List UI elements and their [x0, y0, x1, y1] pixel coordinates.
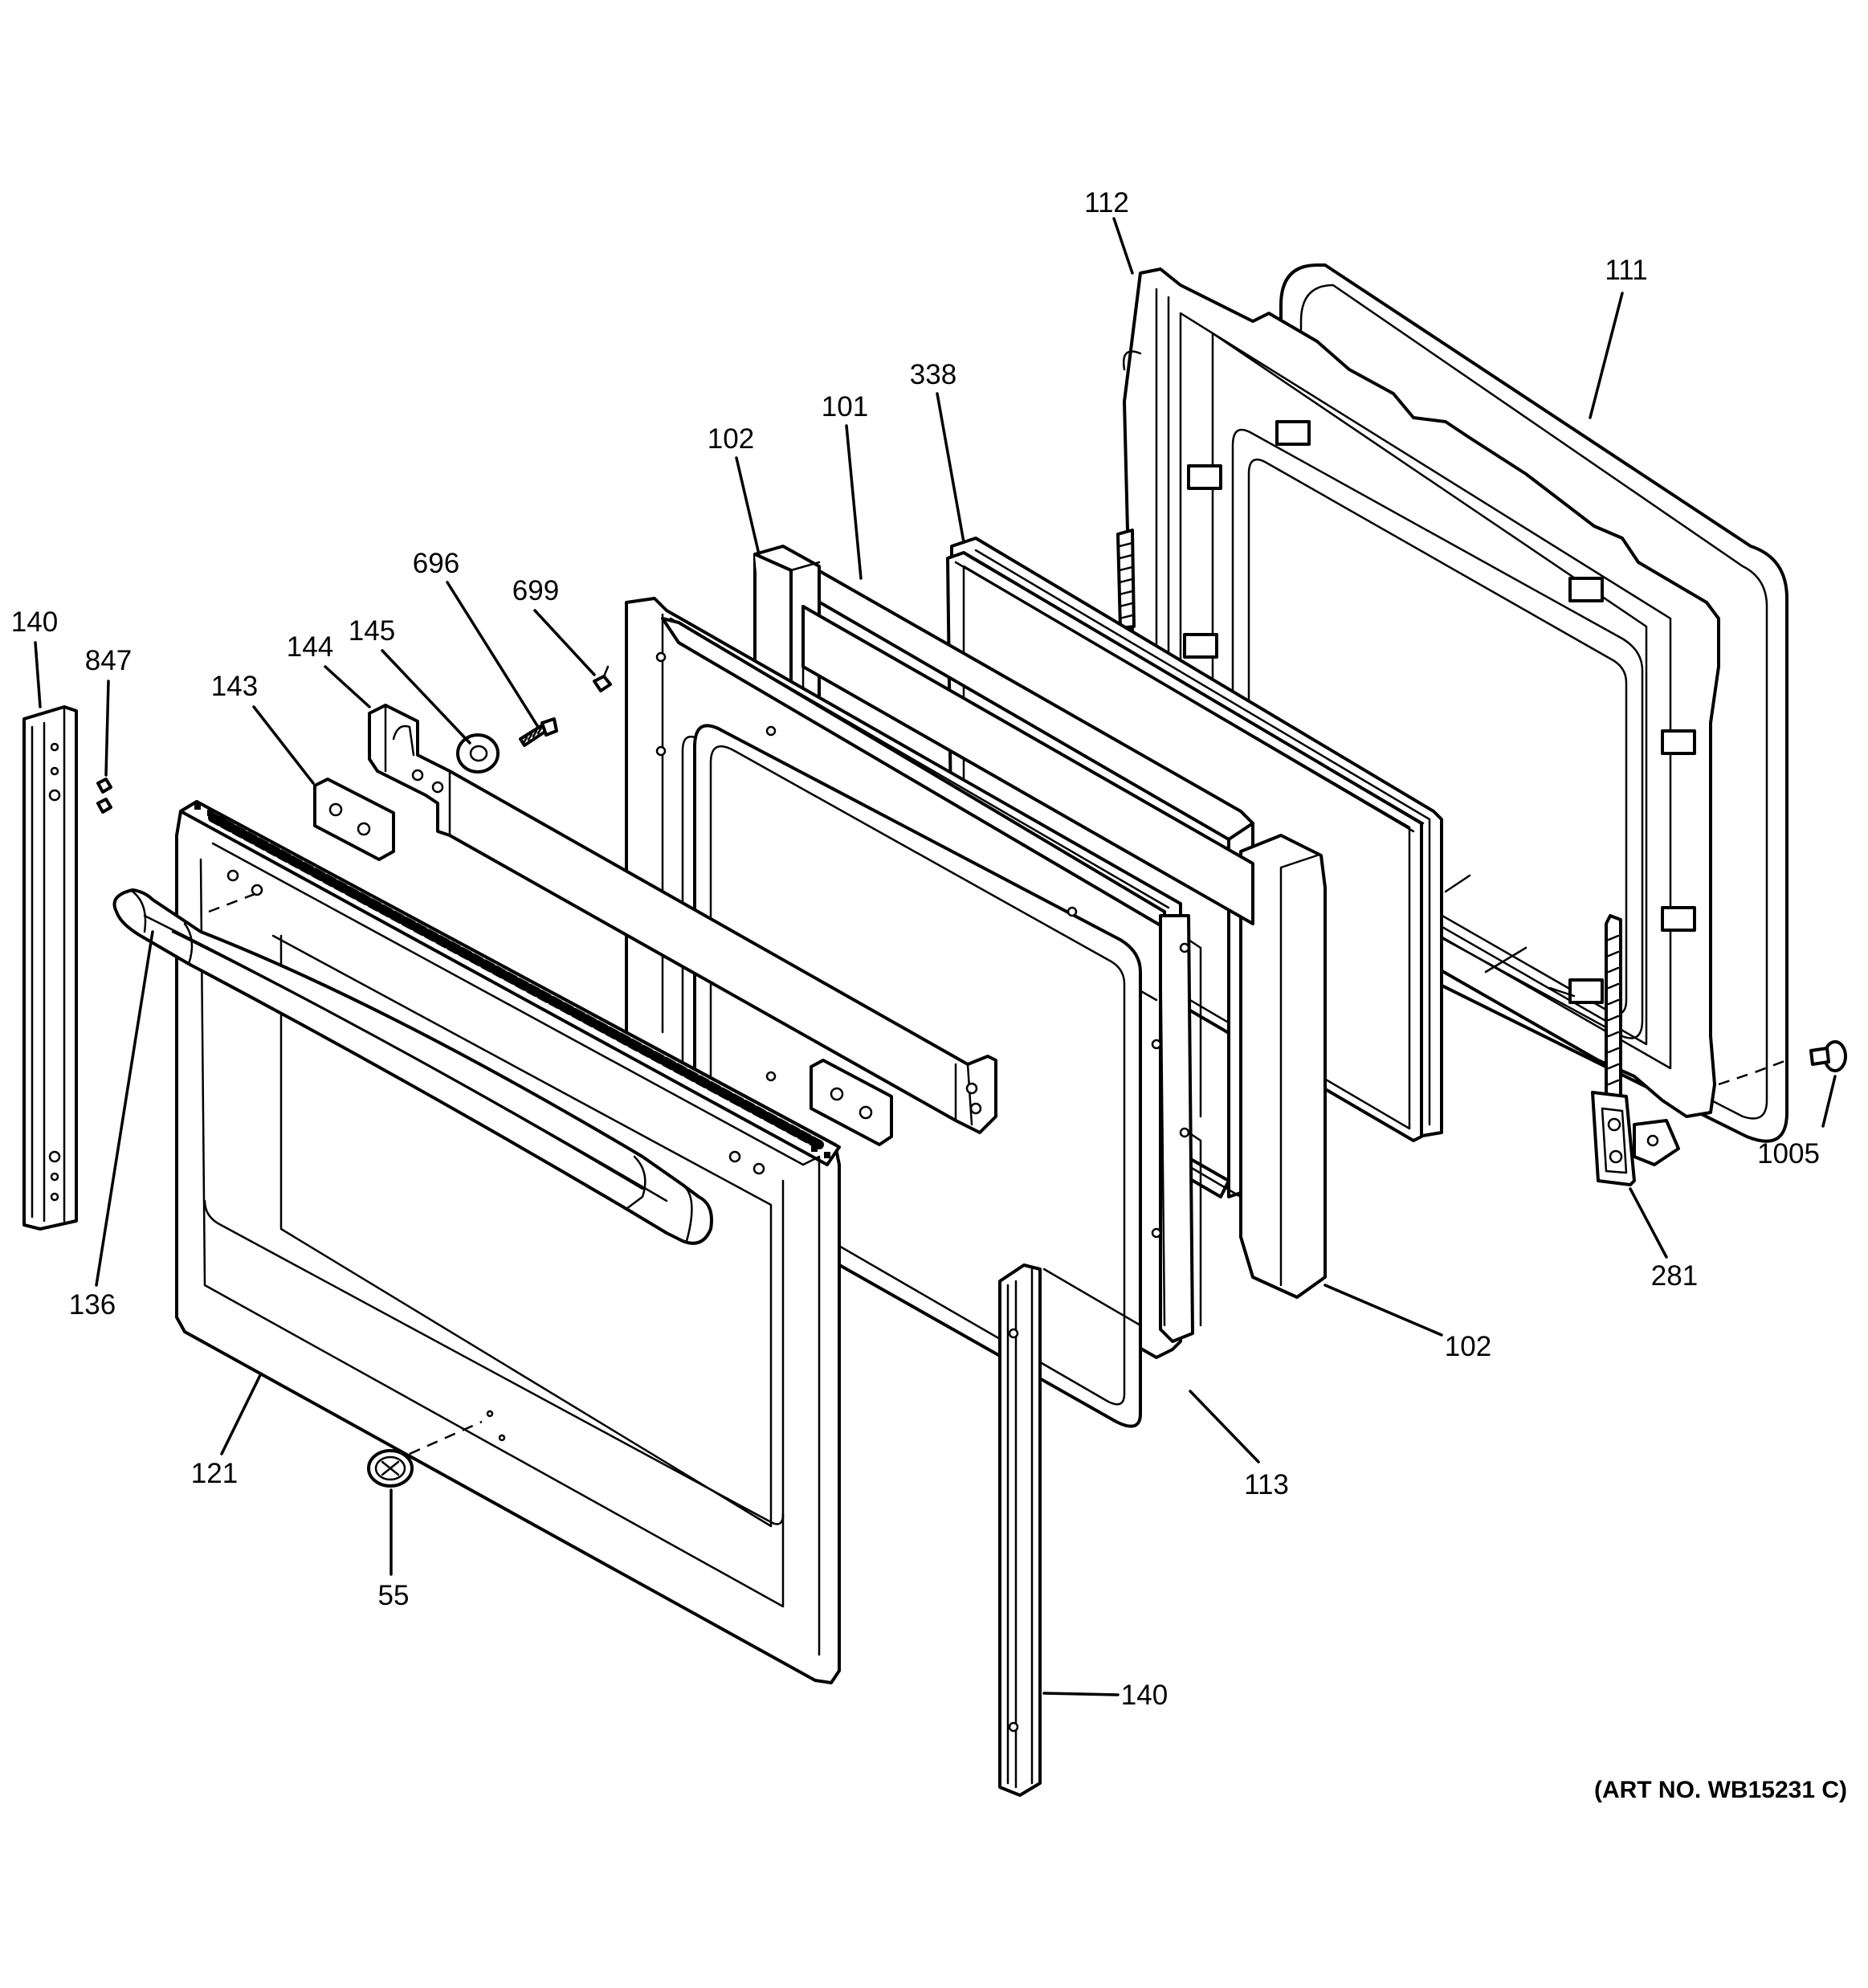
screw-699 [593, 665, 612, 692]
alignment-line-badge [409, 1420, 483, 1455]
alignment-line-handle [208, 892, 258, 913]
inner-door-frame [1122, 267, 1720, 1118]
callout-102-bottom: 102 [1445, 1331, 1491, 1362]
callout-143: 143 [211, 671, 258, 702]
screw-847 [96, 778, 112, 814]
leader-lines [34, 217, 1837, 1696]
art-number: (ART NO. WB15231 C) [1594, 1777, 1847, 1803]
callout-281: 281 [1651, 1260, 1698, 1292]
callout-113: 113 [1244, 1469, 1289, 1500]
callout-699: 699 [512, 575, 559, 606]
callout-338: 338 [910, 359, 956, 390]
vent-slots [208, 813, 824, 1149]
callout-140-bottom: 140 [1121, 1680, 1168, 1711]
screw-1005 [1809, 1040, 1847, 1072]
callout-136: 136 [69, 1289, 116, 1321]
washer-145 [456, 733, 500, 774]
handle-spacer-left [313, 778, 395, 861]
screw-696 [519, 717, 558, 747]
end-cap-left [22, 705, 78, 1231]
callout-140-left: 140 [11, 606, 58, 638]
callout-121: 121 [191, 1458, 238, 1489]
callout-696: 696 [413, 548, 459, 579]
handle-bracket [368, 704, 997, 1134]
hinge-left [1116, 529, 1136, 630]
handle-spacer-right [810, 1059, 893, 1146]
callout-112: 112 [1084, 187, 1129, 218]
callout-55: 55 [378, 1580, 410, 1611]
badge-55 [367, 1449, 414, 1488]
callout-144: 144 [287, 631, 333, 663]
insulation-102-bottom [801, 605, 1327, 1299]
callout-labels: 112 111 338 101 102 696 699 145 144 143 … [11, 187, 1847, 1803]
alignment-line-1005 [1718, 1057, 1792, 1086]
callout-145: 145 [349, 615, 395, 647]
callout-101: 101 [822, 391, 868, 423]
callout-111: 111 [1605, 255, 1647, 286]
callout-1005: 1005 [1757, 1138, 1820, 1170]
callout-847: 847 [85, 645, 132, 676]
door-handle [112, 888, 713, 1245]
end-cap-right [998, 1263, 1042, 1797]
hinge-right [1591, 914, 1680, 1186]
callout-102-top: 102 [708, 423, 754, 455]
